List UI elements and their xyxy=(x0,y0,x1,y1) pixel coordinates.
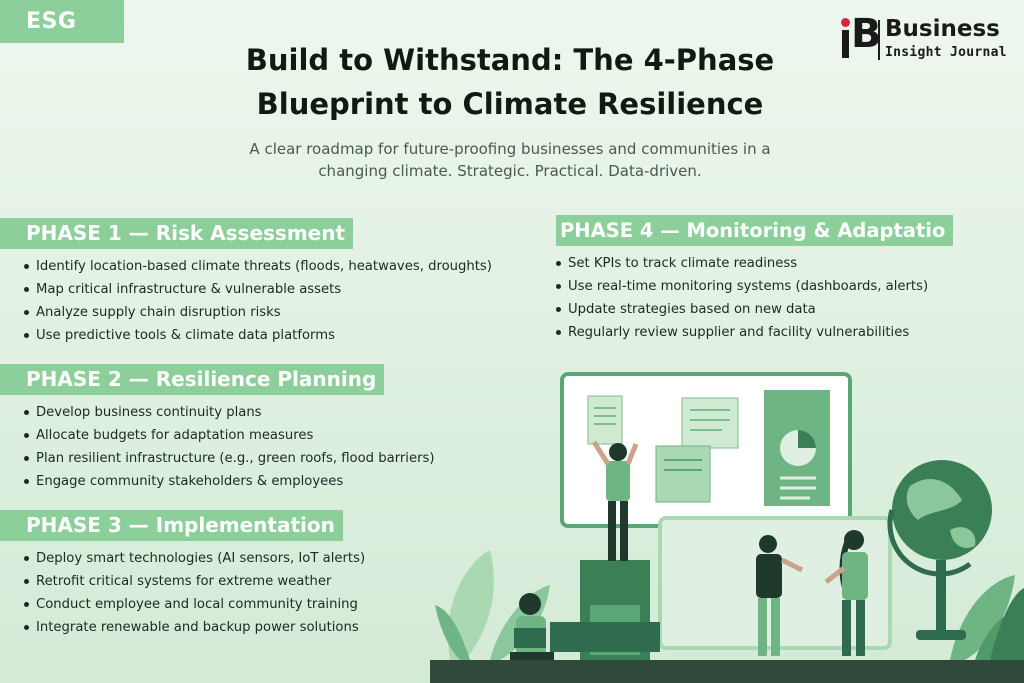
person-icon xyxy=(824,530,868,656)
phase-4-list: Set KPIs to track climate readiness Use … xyxy=(556,252,953,344)
phase-3-list: Deploy smart technologies (AI sensors, I… xyxy=(0,547,365,639)
list-item: Analyze supply chain disruption risks xyxy=(0,301,492,324)
globe-icon xyxy=(887,460,992,640)
whiteboard-icon xyxy=(560,372,852,528)
publisher-logo[interactable]: B Business Insight Journal xyxy=(838,14,1013,62)
phase-4-section: PHASE 4 — Monitoring & Adaptatio Set KPI… xyxy=(556,215,954,344)
phase-1-section: PHASE 1 — Risk Assessment Identify locat… xyxy=(0,218,492,347)
logo-mark-icon: B xyxy=(838,14,882,60)
list-item: Allocate budgets for adaptation measures xyxy=(0,424,435,447)
page-title: Build to Withstand: The 4-Phase Blueprin… xyxy=(180,38,840,126)
phase-2-heading: PHASE 2 — Resilience Planning xyxy=(0,364,385,395)
list-item: Identify location-based climate threats … xyxy=(0,255,492,278)
climate-team-illustration xyxy=(430,360,1024,683)
list-item: Engage community stakeholders & employee… xyxy=(0,470,435,493)
list-item: Regularly review supplier and facility v… xyxy=(556,321,953,344)
page-subtitle: A clear roadmap for future-proofing busi… xyxy=(210,138,810,182)
illustration-svg xyxy=(430,372,1024,683)
list-item: Plan resilient infrastructure (e.g., gre… xyxy=(0,447,435,470)
logo-wordmark-line2: Insight Journal xyxy=(885,45,1007,60)
list-item: Conduct employee and local community tra… xyxy=(0,593,365,616)
phase-3-section: PHASE 3 — Implementation Deploy smart te… xyxy=(0,510,365,639)
list-item: Set KPIs to track climate readiness xyxy=(556,252,953,275)
phase-2-list: Develop business continuity plans Alloca… xyxy=(0,401,435,493)
subtitle-line-2: changing climate. Strategic. Practical. … xyxy=(318,162,702,180)
plant-icon xyxy=(950,575,1015,660)
phase-3-heading: PHASE 3 — Implementation xyxy=(0,510,343,541)
esg-category-tag[interactable]: ESG xyxy=(0,0,124,43)
title-line-2: Blueprint to Climate Resilience xyxy=(256,87,764,121)
list-item: Use real-time monitoring systems (dashbo… xyxy=(556,275,953,298)
list-item: Retrofit critical systems for extreme we… xyxy=(0,570,365,593)
logo-wordmark-line1: Business xyxy=(885,16,1000,42)
subtitle-line-1: A clear roadmap for future-proofing busi… xyxy=(249,140,771,158)
person-icon xyxy=(510,593,554,662)
plant-icon xyxy=(448,550,494,660)
phase-2-section: PHASE 2 — Resilience Planning Develop bu… xyxy=(0,364,435,493)
list-item: Deploy smart technologies (AI sensors, I… xyxy=(0,547,365,570)
list-item: Update strategies based on new data xyxy=(556,298,953,321)
title-line-1: Build to Withstand: The 4-Phase xyxy=(245,43,775,77)
phase-4-heading: PHASE 4 — Monitoring & Adaptatio xyxy=(556,215,954,246)
list-item: Use predictive tools & climate data plat… xyxy=(0,324,492,347)
ground-strip xyxy=(430,660,1024,683)
phase-1-list: Identify location-based climate threats … xyxy=(0,255,492,347)
list-item: Develop business continuity plans xyxy=(0,401,435,424)
book-icon xyxy=(514,628,546,648)
list-item: Integrate renewable and backup power sol… xyxy=(0,616,365,639)
sticky-note-icon xyxy=(655,445,711,503)
phase-1-heading: PHASE 1 — Risk Assessment xyxy=(0,218,354,249)
sticky-note-icon xyxy=(681,397,739,449)
person-icon xyxy=(756,535,804,656)
plant-icon xyxy=(435,605,470,660)
person-icon xyxy=(591,440,639,561)
logo-divider xyxy=(878,20,880,60)
list-item: Map critical infrastructure & vulnerable… xyxy=(0,278,492,301)
